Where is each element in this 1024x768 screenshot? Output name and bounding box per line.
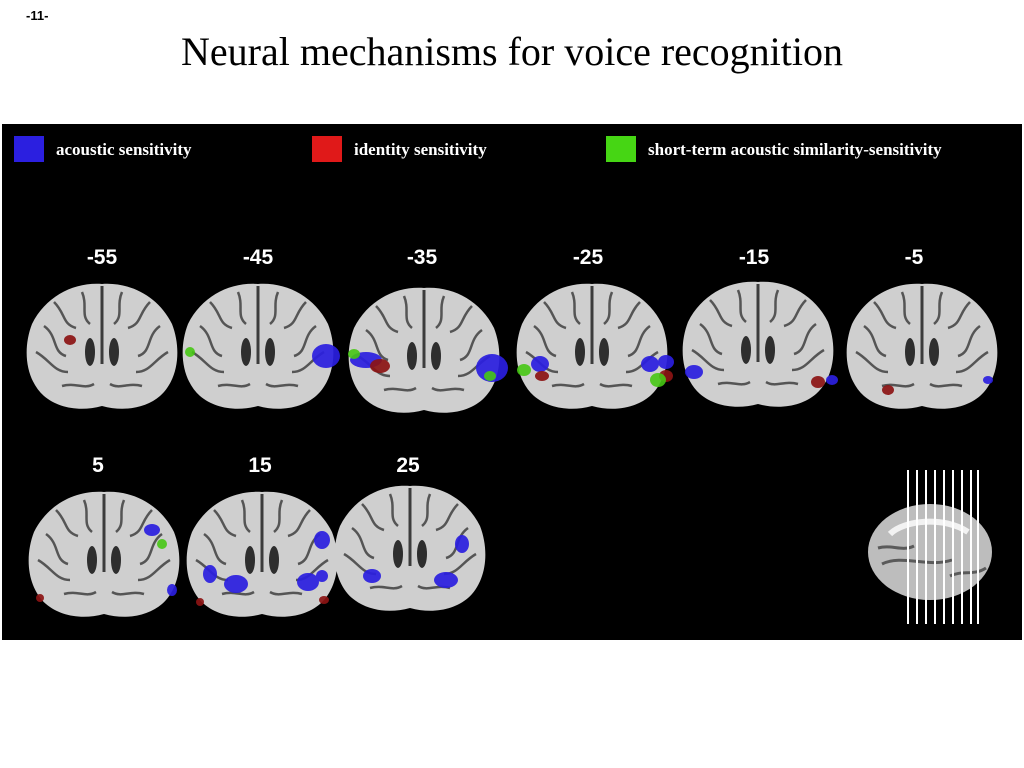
slice-label: -5 xyxy=(904,246,924,269)
slice-label: 15 xyxy=(248,454,272,477)
brain-figure: acoustic sensitivity identity sensitivit… xyxy=(2,124,1022,640)
slice-label: -35 xyxy=(406,246,438,269)
legend-label-similarity: short-term acoustic similarity-sensitivi… xyxy=(648,140,942,159)
legend-swatch-identity xyxy=(312,136,342,162)
slice-minus45 xyxy=(181,282,335,411)
slice-minus35 xyxy=(347,286,501,415)
legend-swatch-similarity xyxy=(606,136,636,162)
slice-minus55 xyxy=(25,282,179,411)
legend-swatch-acoustic xyxy=(14,136,44,162)
slice-minus15 xyxy=(681,280,835,409)
slice-label: -25 xyxy=(572,246,604,269)
slice-label: 5 xyxy=(92,454,104,477)
slice-plus5 xyxy=(27,490,181,619)
slice-minus25 xyxy=(515,282,669,411)
slice-label: 25 xyxy=(396,454,420,477)
slice-plus15 xyxy=(185,490,339,619)
legend-label-identity: identity sensitivity xyxy=(354,140,487,159)
slide-title: Neural mechanisms for voice recognition xyxy=(181,29,843,74)
slice-label: -45 xyxy=(242,246,274,269)
page-number: -11- xyxy=(26,8,49,23)
brain-slices-graphic xyxy=(25,280,999,624)
acoustic-activations xyxy=(144,344,993,596)
slice-label: -15 xyxy=(738,246,770,269)
sagittal-reference-view xyxy=(868,470,992,624)
similarity-activations xyxy=(157,347,666,549)
legend-label-acoustic: acoustic sensitivity xyxy=(56,140,192,159)
slice-label: -55 xyxy=(86,246,118,269)
slice-minus5 xyxy=(845,282,999,411)
